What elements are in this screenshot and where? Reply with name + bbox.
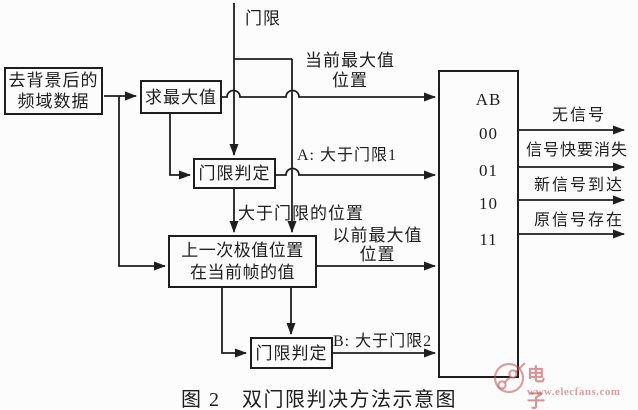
ab-row-01: 01 xyxy=(479,161,498,180)
ab-row-10: 10 xyxy=(479,194,498,213)
input-data-line1: 去背景后的 xyxy=(8,71,99,90)
prev-peak-line2: 在当前帧的值 xyxy=(190,262,295,282)
find-max-label: 求最大值 xyxy=(145,87,217,107)
current-max-position-line2: 位置 xyxy=(332,71,368,90)
above-threshold-position-label: 大于门限的位置 xyxy=(238,204,364,223)
previous-max-position-line2: 位置 xyxy=(359,245,396,264)
output-signal-fading-label: 信号快要消失 xyxy=(525,142,628,159)
threshold-decision1-box: 门限判定 xyxy=(193,158,276,189)
threshold-input-label: 门限 xyxy=(245,9,281,28)
edge-prev-peak-to-thresh2-left xyxy=(221,288,247,358)
signal-b-label: B: 大于门限2 xyxy=(333,333,433,350)
previous-max-position-line1: 以前最大值 xyxy=(332,226,423,245)
signal-a-label: A: 大于门限1 xyxy=(297,147,398,164)
edge-input-to-prev-peak xyxy=(118,96,166,271)
current-max-position-label: 当前最大值 位置 xyxy=(300,51,400,91)
prev-peak-box: 上一次极值位置 在当前帧的值 xyxy=(168,235,317,288)
input-data-line2: 频域数据 xyxy=(17,92,90,111)
edge-findmax-to-thresh1 xyxy=(169,114,191,180)
find-max-box: 求最大值 xyxy=(140,80,222,114)
figure-caption: 图 2 双门限判决方法示意图 xyxy=(181,389,457,410)
ab-decision-box: AB 00 01 10 11 xyxy=(438,70,519,378)
prev-peak-line1: 上一次极值位置 xyxy=(181,240,304,260)
output-no-signal-label: 无信号 xyxy=(551,107,606,124)
previous-max-position-label: 以前最大值 位置 xyxy=(326,226,429,264)
ab-header: AB xyxy=(475,90,502,109)
ab-row-11: 11 xyxy=(479,230,498,249)
current-max-position-line1: 当前最大值 xyxy=(305,51,395,70)
input-data-box: 去背景后的 频域数据 xyxy=(4,67,103,115)
threshold-decision2-label: 门限判定 xyxy=(255,343,328,363)
edge-thresh1-to-decision xyxy=(276,167,436,180)
output-new-signal-label: 新信号到达 xyxy=(533,177,624,194)
output-original-signal-label: 原信号存在 xyxy=(533,212,624,229)
threshold-decision1-label: 门限判定 xyxy=(198,164,271,183)
threshold-decision2-box: 门限判定 xyxy=(250,337,333,369)
edge-findmax-to-decision xyxy=(222,89,436,102)
ab-row-00: 00 xyxy=(479,124,498,143)
